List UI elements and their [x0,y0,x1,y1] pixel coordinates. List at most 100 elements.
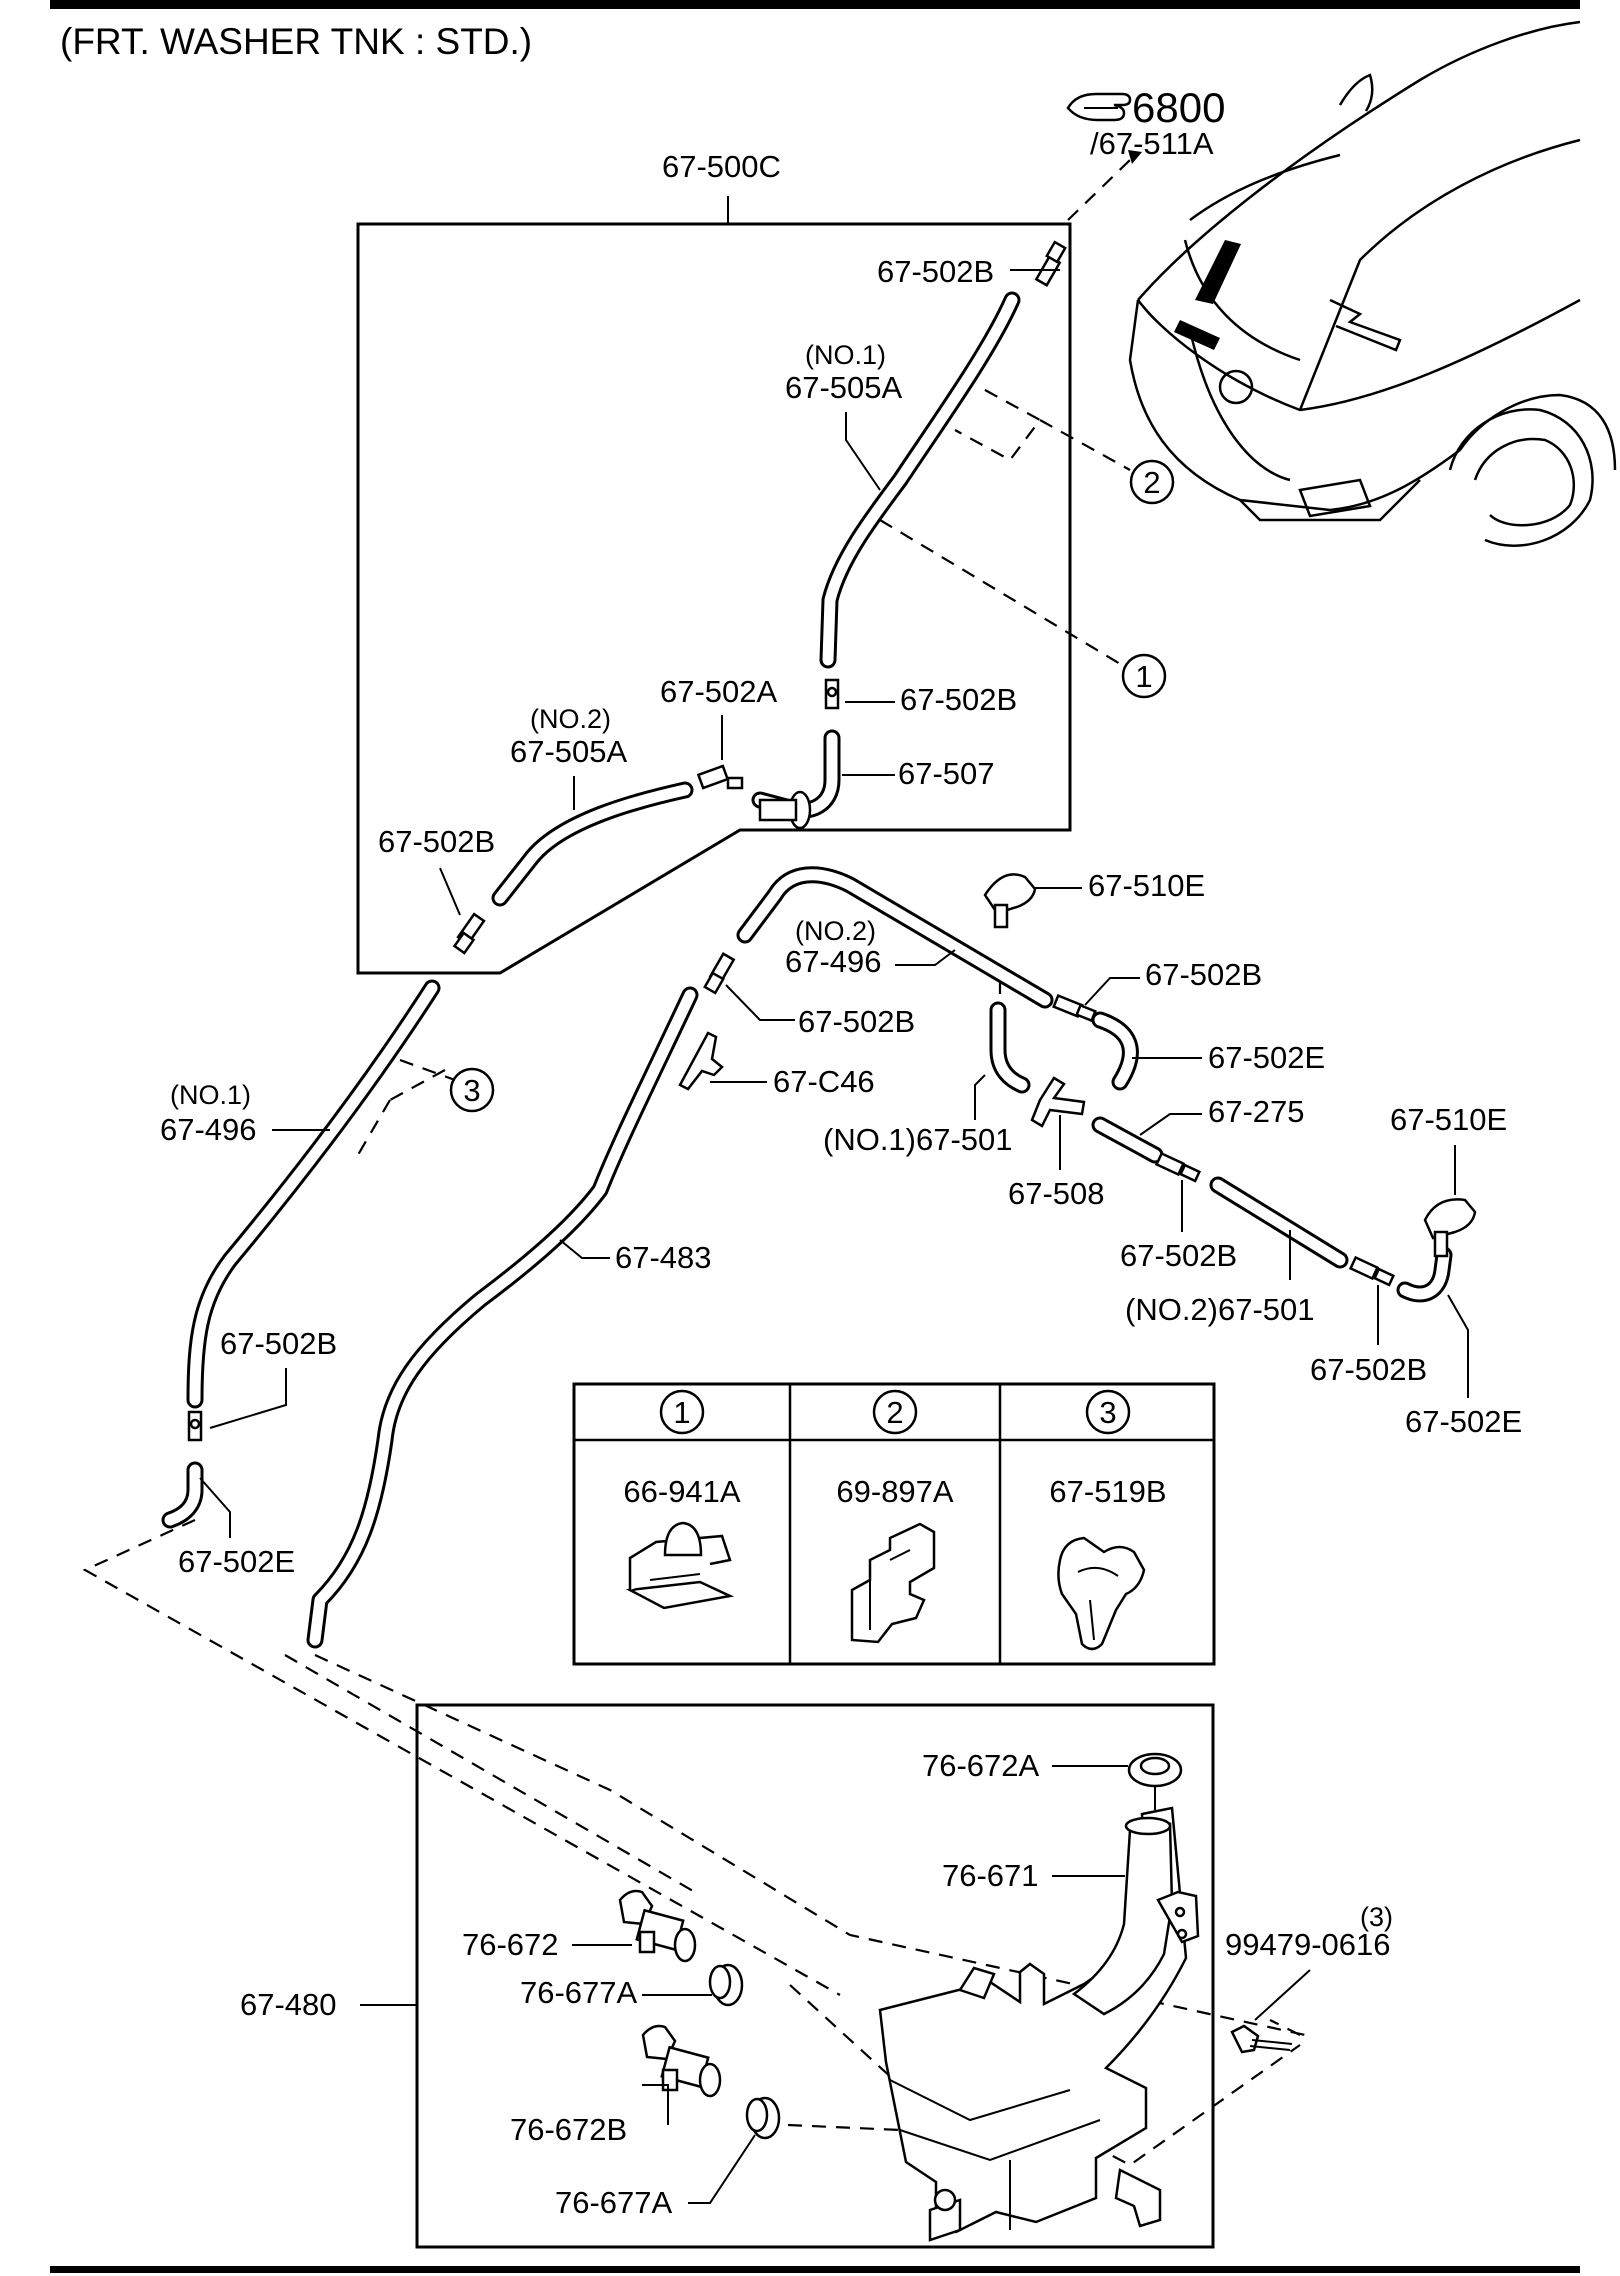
label-qty-3: (3) [1360,1902,1393,1932]
clip-67-c46[interactable] [678,1031,724,1091]
label-67-275[interactable]: 67-275 [1208,1094,1305,1129]
reference-part[interactable]: /67-511A [1090,126,1214,161]
label-67-502b-5[interactable]: 67-502B [798,1004,915,1039]
joint-67-502b-mid[interactable] [824,678,840,710]
callout-circle-3 [449,1067,495,1113]
bolt-99479-0616[interactable] [1230,2024,1293,2054]
label-67-508[interactable]: 67-508 [1008,1176,1105,1211]
label-67-502e-3[interactable]: 67-502E [178,1544,295,1579]
legend-part-67-519b[interactable]: 67-519B [1049,1474,1166,1509]
label-67-500c[interactable]: 67-500C [662,149,781,184]
nozzle-67-510e-2[interactable] [1423,1198,1477,1258]
label-no1-67-501[interactable]: (NO.1)67-501 [823,1122,1013,1157]
pump-76-672[interactable] [618,1889,697,1963]
legend-col-2: 2 69-897A [836,1389,954,1644]
assembly-box-67-500c [356,222,1072,975]
filler-pipe-76-671[interactable] [1071,1816,1200,2016]
label-67-480[interactable]: 67-480 [240,1987,337,2022]
label-67-c46[interactable]: 67-C46 [773,1064,875,1099]
joint-67-502b-6[interactable] [1154,1151,1202,1183]
hose-67-502e-1[interactable] [1091,1011,1139,1091]
label-67-502b-7[interactable]: 67-502B [1310,1352,1427,1387]
clip-66-941a-icon [625,1521,735,1610]
legend-num-2: 2 [886,1395,903,1430]
label-67-496-2[interactable]: 67-496 [785,944,882,979]
pointing-hand-icon [1066,92,1132,122]
reference-page[interactable]: 6800 [1132,84,1225,131]
hose-no2-67-501[interactable] [1209,1176,1349,1269]
label-67-483[interactable]: 67-483 [615,1240,712,1275]
label-67-502b-8[interactable]: 67-502B [220,1326,337,1361]
label-no1-b: (NO.1) [170,1080,251,1110]
label-67-510e-2[interactable]: 67-510E [1390,1102,1507,1137]
legend-col-1: 1 66-941A [623,1389,741,1610]
callout-3-label: 3 [463,1073,480,1108]
label-67-505a-1[interactable]: 67-505A [785,370,903,405]
hose-67-275[interactable] [1091,1116,1164,1164]
hose-no2-67-505a[interactable] [491,781,694,907]
hose-no1-67-501[interactable] [989,1001,1031,1094]
label-67-510e-1[interactable]: 67-510E [1088,868,1205,903]
top-rule [50,0,1580,9]
label-76-671[interactable]: 76-671 [942,1858,1039,1893]
joint-67-502b-mid2[interactable] [1052,993,1097,1023]
label-67-505a-2[interactable]: 67-505A [510,734,628,769]
callout-2-label: 2 [1143,465,1160,500]
label-76-677a-1[interactable]: 76-677A [520,1975,638,2010]
label-76-672[interactable]: 76-672 [462,1927,559,1962]
joint-67-502b-5[interactable] [703,952,736,995]
grommet-76-677a-1[interactable] [708,1963,744,2007]
legend-part-69-897a[interactable]: 69-897A [836,1474,954,1509]
joint-67-502b-top[interactable] [1034,240,1067,287]
label-67-507[interactable]: 67-507 [898,756,995,791]
label-67-502b-4[interactable]: 67-502B [1145,957,1262,992]
label-99479-0616[interactable]: 99479-0616 [1225,1927,1391,1962]
joint-67-508[interactable] [1030,1076,1086,1128]
joint-67-502b-7[interactable] [1348,1255,1396,1287]
label-67-496-1[interactable]: 67-496 [160,1112,257,1147]
hose-67-502e-3[interactable] [161,1461,204,1529]
hose-67-483[interactable] [306,986,699,1649]
grommet[interactable] [758,790,812,830]
legend-num-3: 3 [1099,1395,1116,1430]
callout-1-label: 1 [1135,659,1152,694]
label-no2-a: (NO.2) [530,704,611,734]
hose-no1-67-505a[interactable] [819,291,1021,669]
label-76-672a[interactable]: 76-672A [922,1748,1040,1783]
joint-67-502b-left[interactable] [452,912,486,955]
vehicle-front-illustration [1128,20,1617,547]
pump-76-672b[interactable] [641,2024,722,2098]
cap-76-672a[interactable] [1127,1752,1183,1810]
hose-67-502e-2[interactable] [1396,1246,1453,1303]
label-67-502a[interactable]: 67-502A [660,674,778,709]
label-67-502e-2[interactable]: 67-502E [1405,1404,1522,1439]
legend-part-66-941a[interactable]: 66-941A [623,1474,741,1509]
joint-67-502a[interactable] [696,764,744,790]
label-no2-67-501[interactable]: (NO.2)67-501 [1125,1292,1315,1327]
dashed-leaders [82,159,1306,2167]
washer-tank-76-671[interactable] [878,1806,1188,2242]
page-title: (FRT. WASHER TNK : STD.) [60,21,532,62]
grommet-76-677a-2[interactable] [745,2096,781,2140]
bottom-rule [50,2266,1580,2273]
assembly-box-67-480 [415,1703,1215,2249]
legend-table [572,1382,1216,1666]
clip-67-519b-icon [1057,1536,1146,1651]
label-76-672b[interactable]: 76-672B [510,2112,627,2147]
nozzle-67-510e-1[interactable] [983,873,1037,929]
label-76-677a-2[interactable]: 76-677A [555,2185,673,2220]
legend-num-1: 1 [673,1395,690,1430]
label-no2-b: (NO.2) [795,916,876,946]
label-no1-a: (NO.1) [805,340,886,370]
label-67-502b-top[interactable]: 67-502B [877,254,994,289]
label-67-502b-6[interactable]: 67-502B [1120,1238,1237,1273]
joint-67-502b-8[interactable] [187,1410,203,1442]
label-67-502e-1[interactable]: 67-502E [1208,1040,1325,1075]
reference-arrow-icon [1128,150,1142,164]
label-67-502b-left[interactable]: 67-502B [378,824,495,859]
label-67-502b-mid[interactable]: 67-502B [900,682,1017,717]
hose-no1-67-496[interactable] [186,979,441,1409]
hose-no2-67-496[interactable] [736,866,1054,1009]
clip-69-897a-icon [850,1522,936,1644]
